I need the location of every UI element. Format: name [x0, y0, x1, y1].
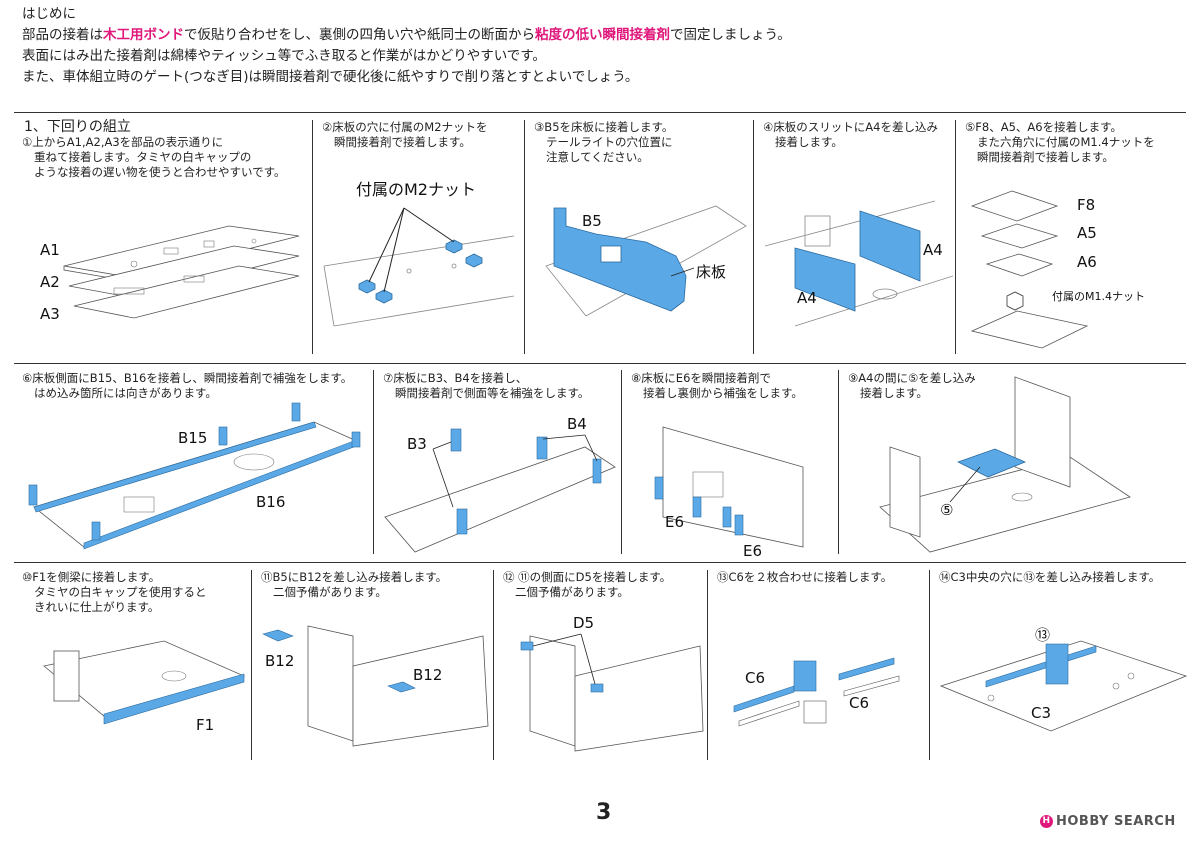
label-a1: A1 [40, 241, 60, 259]
step-3-diagram [545, 205, 747, 317]
label-c6-left: C6 [745, 669, 766, 687]
label-a5: A5 [1077, 224, 1097, 242]
step-5-diagram [970, 190, 1089, 349]
label-b12-left: B12 [265, 652, 295, 670]
label-a4-left: A4 [797, 289, 817, 307]
divider [955, 120, 956, 354]
label-part-13: ⑬ [1035, 626, 1051, 644]
divider [14, 562, 1186, 563]
intro-line-3: また、車体組立時のゲート(つなぎ目)は瞬間接着剤で硬化後に紙やすりで削り落とすと… [22, 69, 639, 85]
label-part-5: ⑤ [940, 501, 954, 519]
step-14-panel: ⑭C3中央の穴に⑬を差し込み接着します。 ⑬ C3 [931, 566, 1192, 766]
label-b5: B5 [582, 212, 602, 230]
label-e6-left: E6 [665, 513, 685, 531]
step-10-diagram [43, 640, 246, 725]
label-b15: B15 [178, 429, 208, 447]
step-6-panel: ⑥床板側面にB15、B16を接着し、瞬間接着剤で補強をします。はめ込み箇所には向… [14, 367, 371, 560]
label-d5: D5 [573, 614, 595, 632]
step-13-diagram [733, 657, 900, 727]
divider [14, 112, 1186, 113]
step-4-panel: ④床板のスリットにA4を差し込み接着します。 A4 A4 [755, 116, 953, 361]
step-9-panel: ⑨A4の間に⑤を差し込み接着します。 ⑤ [840, 367, 1192, 560]
label-b12-right: B12 [413, 666, 443, 684]
step-4-diagram [764, 200, 953, 327]
intro-heading: はじめに [22, 6, 76, 22]
label-a3: A3 [40, 305, 60, 323]
divider [14, 363, 1186, 364]
step-9-diagram [879, 376, 1131, 553]
divider [753, 120, 754, 354]
step-11-panel: ⑪B5にB12を差し込み接着します。二個予備があります。 B12 B12 [253, 566, 491, 766]
intro-line-2: 表面にはみ出た接着剤は綿棒やティッシュ等でふき取ると作業がはかどりやすいです。 [22, 48, 546, 64]
step-7-panel: ⑦床板にB3、B4を接着し、瞬間接着剤で側面等を補強をします。 B3 B4 [375, 367, 619, 560]
label-c3: C3 [1031, 704, 1052, 722]
divider [929, 570, 930, 760]
step-6-diagram [28, 402, 361, 550]
step-12-diagram [520, 633, 704, 752]
divider [312, 120, 313, 354]
divider [707, 570, 708, 760]
divider [524, 120, 525, 354]
divider [493, 570, 494, 760]
step-5-panel: ⑤F8、A5、A6を接着します。また六角穴に付属のM1.4ナットを瞬間接着剤で接… [957, 116, 1192, 361]
label-m2-nut: 付属のM2ナット [356, 180, 476, 199]
intro-text: はじめに 部品の接着は木工用ボンドで仮貼り合わせをし、裏側の四角い穴や紙同士の断… [22, 4, 1192, 88]
step-11-diagram [262, 625, 489, 747]
label-f1: F1 [196, 716, 215, 734]
label-a6: A6 [1077, 253, 1097, 271]
label-b16: B16 [256, 493, 286, 511]
label-c6-right: C6 [849, 694, 870, 712]
divider [621, 370, 622, 554]
label-a2: A2 [40, 273, 60, 291]
label-a4-right: A4 [923, 241, 943, 259]
step-8-diagram [654, 426, 804, 548]
step-2-panel: ②床板の穴に付属のM2ナットを瞬間接着剤で接着します。 付属のM2ナット [314, 116, 522, 361]
step-12-panel: ⑫ ⑪の側面にD5を接着します。二個予備があります。 D5 [495, 566, 705, 766]
divider [373, 370, 374, 554]
step-7-diagram [384, 428, 616, 553]
step-2-diagram [323, 207, 515, 327]
label-f8: F8 [1077, 196, 1096, 214]
step-3-panel: ③B5を床板に接着します。テールライトの穴位置に注意してください。 B5 床板 [526, 116, 751, 361]
section-title: 1、下回りの組立 [24, 119, 131, 135]
intro-line-1: 部品の接着は木工用ボンドで仮貼り合わせをし、裏側の四角い穴や紙同士の断面から粘度… [22, 27, 791, 43]
step-8-panel: ⑧床板にE6を瞬間接着剤で接着し裏側から補強をします。 E6 E6 [623, 367, 836, 560]
divider [838, 370, 839, 554]
label-m14-nut: 付属のM1.4ナット [1052, 290, 1145, 303]
label-b3: B3 [407, 435, 427, 453]
step-14-diagram [939, 640, 1188, 732]
page-number: 3 [596, 800, 612, 825]
label-e6-right: E6 [743, 542, 763, 560]
label-floor: 床板 [696, 263, 727, 281]
step-10-panel: ⑩F1を側梁に接着します。タミヤの白キャップを使用するときれいに仕上がります。 … [14, 566, 249, 766]
step-13-panel: ⑬C6を２枚合わせに接着します。 C6 C6 [709, 566, 927, 766]
divider [251, 570, 252, 760]
step-1-diagram [63, 225, 300, 319]
label-b4: B4 [567, 415, 587, 433]
